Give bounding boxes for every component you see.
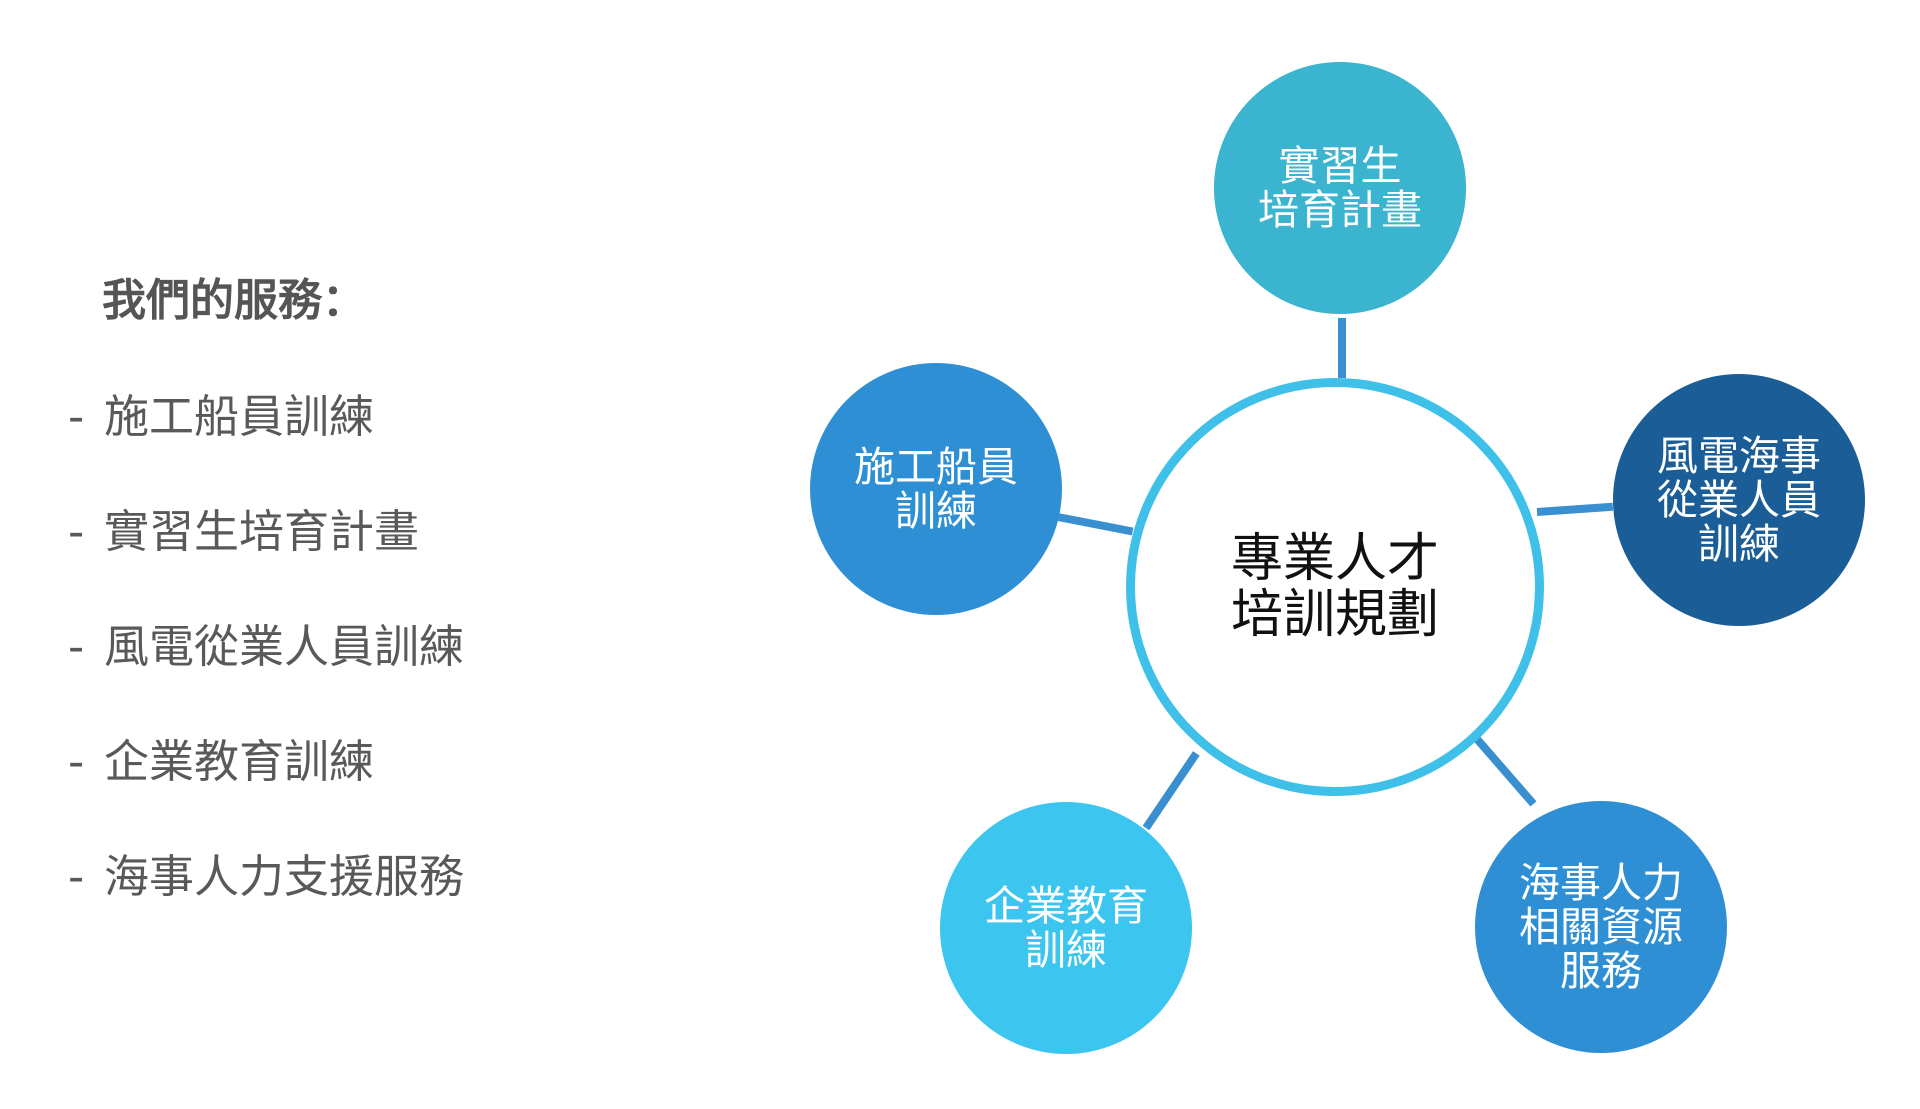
connector-top <box>1338 318 1346 378</box>
node-label: 企業教育 訓練 <box>984 881 1148 974</box>
node-corporate-training: 企業教育 訓練 <box>940 802 1192 1054</box>
connector-bottom-left <box>1142 751 1200 831</box>
node-crew-training: 施工船員 訓練 <box>810 363 1062 615</box>
services-heading: 我們的服務： <box>102 275 366 326</box>
service-item: -企業教育訓練 <box>68 735 375 788</box>
node-marine-manpower-service: 海事人力 相關資源 服務 <box>1475 801 1727 1053</box>
connector-bottom-right <box>1473 736 1537 807</box>
connector-left <box>1057 513 1134 536</box>
center-node: 專業人才 培訓規劃 <box>1126 378 1544 796</box>
center-label: 專業人才 培訓規劃 <box>1230 528 1439 645</box>
connector-right <box>1536 502 1614 516</box>
service-item: -實習生培育計畫 <box>68 505 420 558</box>
node-intern-program: 實習生 培育計畫 <box>1214 62 1466 314</box>
service-item: -海事人力支援服務 <box>68 850 465 903</box>
node-label: 實習生 培育計畫 <box>1258 141 1422 234</box>
node-label: 施工船員 訓練 <box>854 442 1018 535</box>
node-label: 風電海事 從業人員 訓練 <box>1657 431 1821 569</box>
service-item: -風電從業人員訓練 <box>68 620 465 673</box>
node-label: 海事人力 相關資源 服務 <box>1519 858 1683 996</box>
node-wind-marine-training: 風電海事 從業人員 訓練 <box>1613 374 1865 626</box>
services-list: 我們的服務： -施工船員訓練 -實習生培育計畫 -風電從業人員訓練 -企業教育訓… <box>0 0 700 1109</box>
service-item: -施工船員訓練 <box>68 390 375 443</box>
